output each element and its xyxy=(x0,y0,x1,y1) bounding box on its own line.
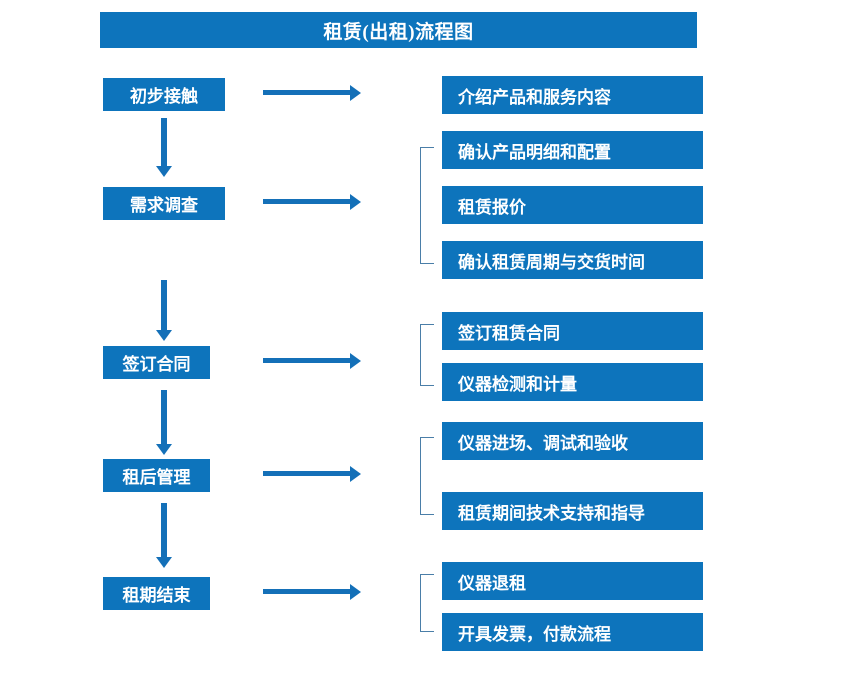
detail-label: 签订租赁合同 xyxy=(458,323,560,343)
arrow-head-icon xyxy=(350,584,361,600)
arrow-head-icon xyxy=(350,85,361,101)
detail-label: 介绍产品和服务内容 xyxy=(458,87,611,107)
detail-label: 租赁期间技术支持和指导 xyxy=(458,503,645,523)
arrow-shaft xyxy=(263,358,351,363)
detail-label: 确认产品明细和配置 xyxy=(458,142,611,162)
stage-box-初步接触[interactable]: 初步接触 xyxy=(103,78,225,111)
arrow-shaft xyxy=(161,280,167,331)
arrow-down-stage-4-to-5 xyxy=(153,503,175,569)
detail-label: 确认租赁周期与交货时间 xyxy=(458,252,645,272)
stage-label: 租期结束 xyxy=(122,586,191,605)
arrow-head-icon xyxy=(350,353,361,369)
detail-box-租赁报价[interactable]: 租赁报价 xyxy=(442,186,703,224)
detail-box-签订租赁合同[interactable]: 签订租赁合同 xyxy=(442,312,703,350)
diagram-title: 租赁(出租)流程图 xyxy=(323,21,474,43)
detail-label: 开具发票，付款流程 xyxy=(458,624,611,644)
arrow-head-icon xyxy=(156,557,172,568)
stage-label: 初步接触 xyxy=(130,87,198,106)
detail-box-确认租赁周期与交货时间[interactable]: 确认租赁周期与交货时间 xyxy=(442,241,703,279)
arrow-down-stage-2-to-3 xyxy=(153,280,175,342)
arrow-right-stage-4 xyxy=(263,463,361,485)
detail-label: 仪器检测和计量 xyxy=(458,374,577,394)
arrow-shaft xyxy=(263,90,351,95)
group-bracket-租后管理 xyxy=(420,437,434,515)
arrow-shaft xyxy=(263,589,351,594)
stage-box-租后管理[interactable]: 租后管理 xyxy=(103,459,210,492)
group-bracket-需求调查 xyxy=(420,147,434,264)
arrow-shaft xyxy=(161,390,167,445)
detail-box-介绍产品和服务内容[interactable]: 介绍产品和服务内容 xyxy=(442,76,703,114)
group-bracket-租期结束 xyxy=(420,574,434,632)
arrow-right-stage-1 xyxy=(263,82,361,104)
arrow-shaft xyxy=(161,118,167,167)
detail-label: 仪器进场、调试和验收 xyxy=(458,433,628,453)
diagram-title-bar: 租赁(出租)流程图 xyxy=(100,12,697,48)
arrow-shaft xyxy=(263,199,351,204)
stage-box-需求调查[interactable]: 需求调查 xyxy=(103,187,225,220)
detail-box-仪器检测和计量[interactable]: 仪器检测和计量 xyxy=(442,363,703,401)
arrow-head-icon xyxy=(156,444,172,455)
detail-label: 租赁报价 xyxy=(458,197,526,217)
group-bracket-签订合同 xyxy=(420,324,434,386)
arrow-head-icon xyxy=(156,330,172,341)
stage-box-租期结束[interactable]: 租期结束 xyxy=(103,577,210,610)
stage-label: 签订合同 xyxy=(122,355,191,374)
arrow-right-stage-3 xyxy=(263,350,361,372)
detail-box-仪器退租[interactable]: 仪器退租 xyxy=(442,562,703,600)
arrow-right-stage-2 xyxy=(263,191,361,213)
arrow-down-stage-1-to-2 xyxy=(153,118,175,178)
stage-box-签订合同[interactable]: 签订合同 xyxy=(103,346,210,379)
arrow-shaft xyxy=(161,503,167,558)
detail-box-租赁期间技术支持和指导[interactable]: 租赁期间技术支持和指导 xyxy=(442,492,703,530)
arrow-shaft xyxy=(263,471,351,476)
detail-box-仪器进场调试和验收[interactable]: 仪器进场、调试和验收 xyxy=(442,422,703,460)
detail-box-开具发票付款流程[interactable]: 开具发票，付款流程 xyxy=(442,613,703,651)
arrow-right-stage-5 xyxy=(263,581,361,603)
arrow-head-icon xyxy=(350,466,361,482)
arrow-down-stage-3-to-4 xyxy=(153,390,175,456)
stage-label: 需求调查 xyxy=(130,196,198,215)
detail-box-确认产品明细和配置[interactable]: 确认产品明细和配置 xyxy=(442,131,703,169)
stage-label: 租后管理 xyxy=(122,468,191,487)
arrow-head-icon xyxy=(350,194,361,210)
detail-label: 仪器退租 xyxy=(458,573,526,593)
arrow-head-icon xyxy=(156,166,172,177)
